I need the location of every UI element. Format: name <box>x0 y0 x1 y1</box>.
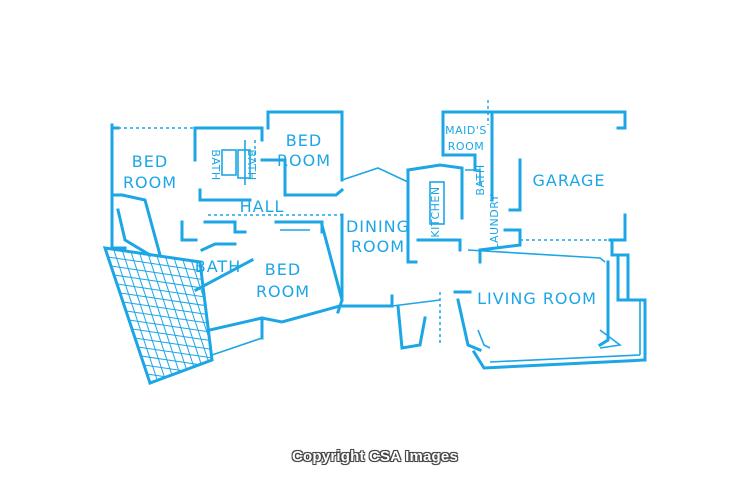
label-bed-room-center-1: BED <box>265 260 301 279</box>
label-bath-2: BATH <box>245 149 258 180</box>
label-kitchen: KITCHEN <box>429 186 442 237</box>
patio-grid-line <box>105 248 151 383</box>
label-maids-room-1: MAID'S <box>445 124 487 137</box>
patio-grid-line <box>139 398 294 421</box>
label-hall: HALL <box>240 197 285 216</box>
patio-grid-line <box>184 248 212 383</box>
patio-grid-line <box>114 325 212 350</box>
patio-grid-line <box>111 316 212 341</box>
patio-grid-line <box>105 271 212 296</box>
copyright-watermark: Copyright CSA Images <box>292 448 458 465</box>
label-maids-room-2: ROOM <box>448 140 484 153</box>
label-laundry: LAUNDRY <box>488 194 501 250</box>
patio-grid-line <box>105 280 212 305</box>
label-bed-room-center-2: ROOM <box>256 282 310 301</box>
label-bed-room-top-1: BED <box>286 131 322 150</box>
patio-grid <box>102 246 297 430</box>
label-living-room: LIVING ROOM <box>477 289 597 308</box>
patio-grid-line <box>120 343 212 368</box>
label-bath-3: BATH <box>195 257 241 276</box>
label-bed-room-left-2: ROOM <box>123 173 177 192</box>
patio-grid-line <box>136 389 291 412</box>
patio-grid-line <box>105 262 212 287</box>
label-bath-1: BATH <box>209 149 222 180</box>
label-bed-room-top-2: ROOM <box>277 151 331 170</box>
walls <box>110 100 647 370</box>
patio-grid-line <box>105 289 212 314</box>
label-bed-room-left-1: BED <box>132 152 168 171</box>
room-labels: BED ROOM BATH BATH BED ROOM HALL DINING … <box>123 124 606 308</box>
patio-grid-line <box>132 379 212 383</box>
patio-grid-line <box>105 298 212 323</box>
label-dining-room-1: DINING <box>346 217 410 236</box>
label-garage: GARAGE <box>533 171 606 190</box>
label-dining-room-2: ROOM <box>351 237 405 256</box>
patio-grid-line <box>105 248 143 383</box>
label-bath-4: BATH <box>474 164 487 195</box>
patio-grid-line <box>142 407 297 430</box>
patio-grid-line <box>105 253 212 278</box>
patio-grid-line <box>117 334 212 359</box>
patio-grid-line <box>108 307 212 332</box>
